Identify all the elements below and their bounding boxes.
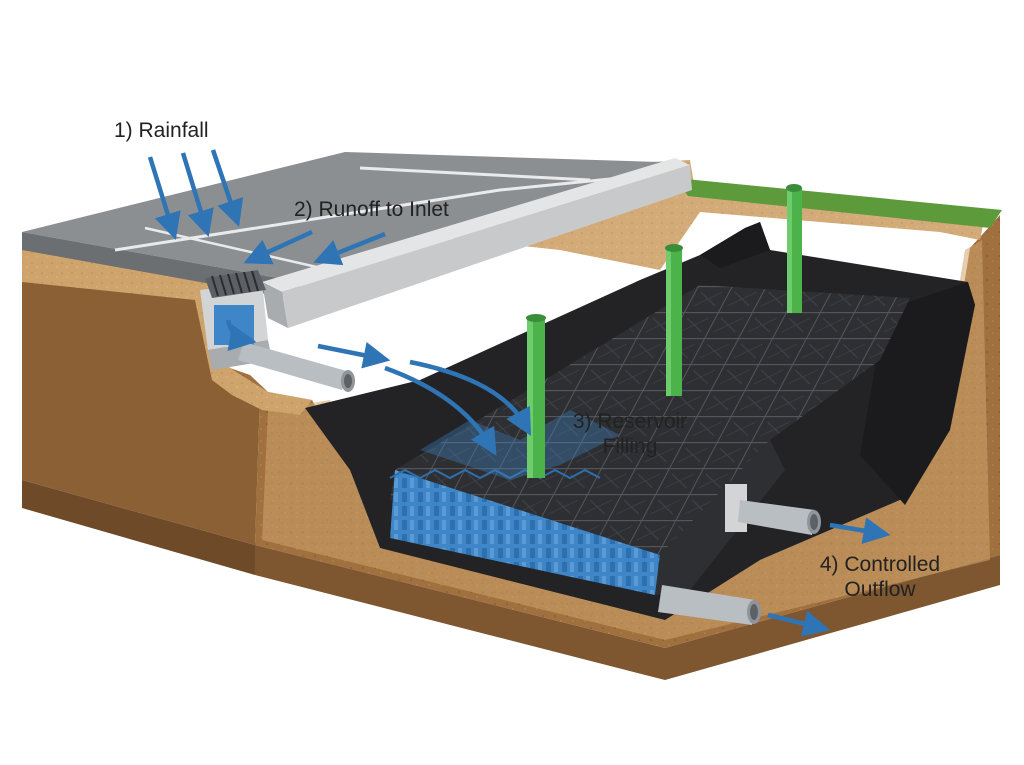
label-outflow-line-2: Outflow <box>844 578 916 601</box>
storage-crate-grid-icon <box>390 285 910 555</box>
runoff-arrows <box>243 229 386 266</box>
label-outflow: 4) Controlled Outflow <box>800 552 960 602</box>
rainfall-arrows <box>147 149 244 241</box>
concrete-curb <box>262 158 692 328</box>
label-reservoir-line-1: 3) Reservoir <box>572 410 688 433</box>
outlet-pipe-upper <box>725 484 821 535</box>
label-runoff-line-1: 2) Runoff to Inlet <box>294 198 449 221</box>
inlet-pipe <box>238 342 355 392</box>
outflow-arrows <box>767 517 891 637</box>
storage-crate-grid <box>389 285 910 595</box>
grass-strip <box>675 178 1002 228</box>
label-reservoir-line-2: Filling <box>602 435 658 458</box>
inflow-arrows <box>225 319 532 456</box>
label-rainfall: 1) Rainfall <box>114 118 209 143</box>
label-outflow-line-1: 4) Controlled <box>819 553 941 576</box>
standpipe-1 <box>526 314 546 478</box>
standpipe-2 <box>665 244 683 396</box>
label-runoff: 2) Runoff to Inlet <box>294 197 449 222</box>
standpipe-3 <box>786 184 802 313</box>
label-rainfall-line-1: 1) Rainfall <box>114 119 209 142</box>
outlet-pipe-lower <box>658 585 761 625</box>
label-reservoir: 3) Reservoir Filling <box>560 409 700 459</box>
